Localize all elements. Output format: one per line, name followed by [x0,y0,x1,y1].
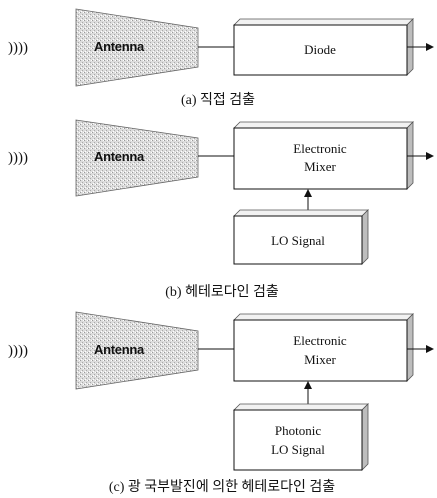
caption-c: (c) 광 국부발진에 의한 헤테로다인 검출 [109,479,335,495]
caption-b: (b) 헤테로다인 검출 [165,284,279,300]
panel-c: )))) Antenna Electronic Mixer Photonic L… [8,311,434,495]
caption-a: (a) 직접 검출 [181,92,255,108]
lo-box: LO Signal [233,209,369,265]
mixer-label-line2: Mixer [304,352,336,367]
mixer-box: Electronic Mixer [233,121,414,190]
lo-label: LO Signal [271,233,325,248]
radio-waves-icon: )))) [8,150,28,166]
diode-box: Diode [233,18,414,76]
antenna-label: Antenna [94,342,145,357]
antenna-label: Antenna [94,39,145,54]
mixer-label-line1: Electronic [293,333,347,348]
diode-label: Diode [304,42,336,57]
lo-label-line2: LO Signal [271,442,325,457]
antenna-label: Antenna [94,149,145,164]
lo-label-line1: Photonic [275,423,321,438]
photonic-lo-box: Photonic LO Signal [233,403,369,471]
antenna-shape [75,8,199,87]
panel-b: )))) Antenna Electronic Mixer LO Signal … [8,119,434,300]
mixer-label-line2: Mixer [304,159,336,174]
mixer-box: Electronic Mixer [233,313,414,382]
radio-waves-icon: )))) [8,343,28,359]
panel-a: )))) Antenna Diode (a) 직접 검출 [8,8,434,108]
antenna-shape [75,311,199,390]
mixer-label-line1: Electronic [293,141,347,156]
antenna-shape [75,119,199,197]
radio-waves-icon: )))) [8,40,28,56]
